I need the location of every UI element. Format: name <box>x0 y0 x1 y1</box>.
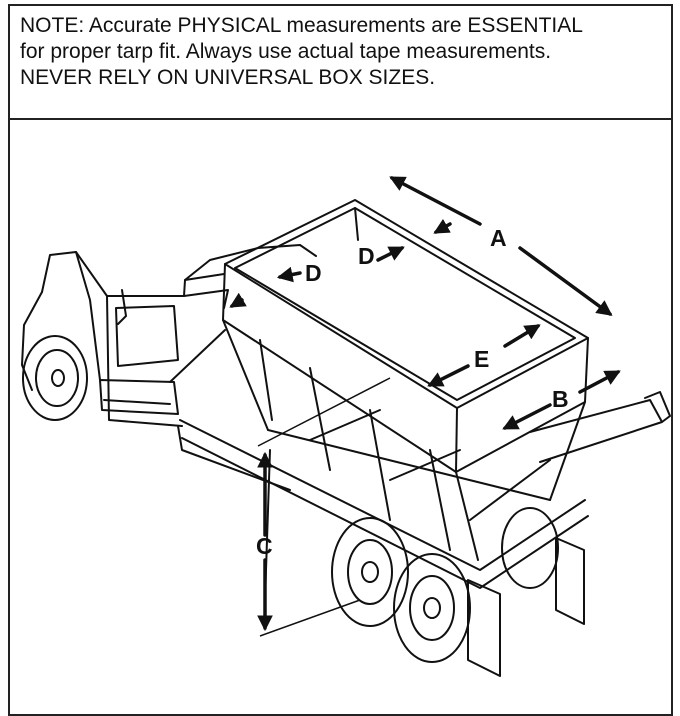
auger-chute <box>529 391 671 463</box>
label-e: E <box>474 346 489 372</box>
rear-wheels <box>331 507 559 663</box>
mud-flaps <box>467 537 585 677</box>
dimension-a-arrow <box>389 176 613 316</box>
truck-box-diagram: A B C D D E <box>21 176 671 677</box>
dimension-e-arrow <box>427 324 541 387</box>
dimension-b-arrow <box>502 370 621 430</box>
label-d-left: D <box>305 260 322 286</box>
front-wheel <box>22 335 88 421</box>
truck-cab <box>21 244 317 491</box>
note-line-1: NOTE: Accurate PHYSICAL measurements are… <box>20 14 583 37</box>
label-b: B <box>552 386 569 412</box>
dimension-d-left-arrow <box>229 266 302 308</box>
dimension-d-top-arrow <box>376 218 452 262</box>
diagram-frame: NOTE: Accurate PHYSICAL measurements are… <box>8 4 673 716</box>
truck-illustration: A B C D D E <box>10 120 671 716</box>
measurement-note: NOTE: Accurate PHYSICAL measurements are… <box>10 6 671 120</box>
label-a: A <box>490 225 507 251</box>
note-line-3: NEVER RELY ON UNIVERSAL BOX SIZES. <box>20 66 436 89</box>
label-c: C <box>256 533 273 559</box>
note-line-2: for proper tarp fit. Always use actual t… <box>20 40 552 63</box>
truck-frame <box>179 419 589 601</box>
label-d-top: D <box>358 243 375 269</box>
